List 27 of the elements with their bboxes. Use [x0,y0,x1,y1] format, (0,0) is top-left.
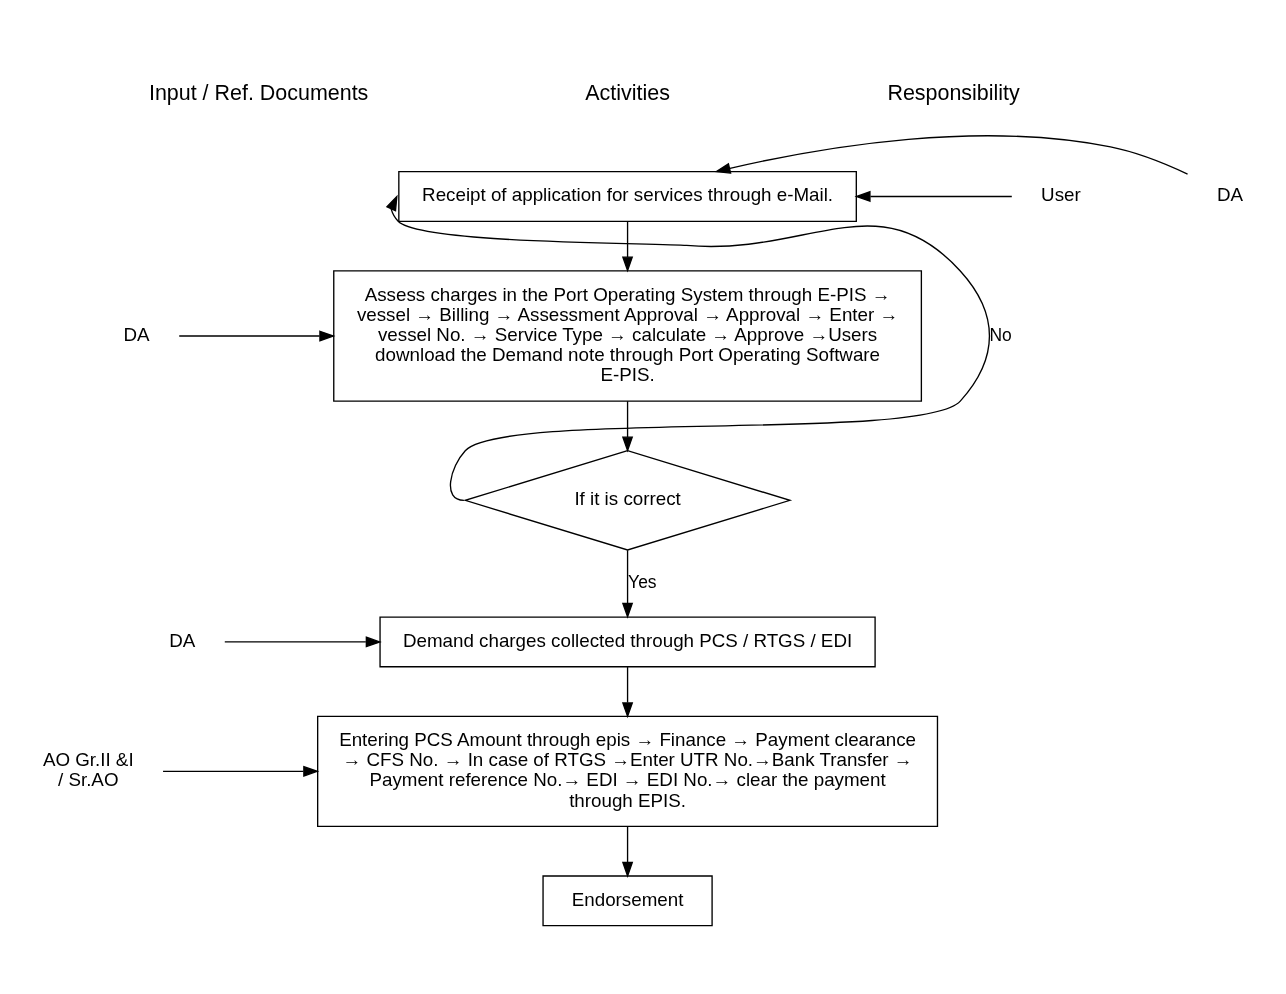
node-text: DA [1216,184,1243,206]
edge-label: Yes [628,572,657,593]
node-text: DA [123,323,150,345]
node-text: User [1041,184,1081,206]
node-box: Endorsement [542,875,713,927]
arrow [714,135,1189,175]
edge-label: No [989,324,1012,345]
label: Input / Ref. Documents [148,81,369,106]
arrow [621,221,634,273]
arrow [621,825,634,878]
label: Responsibility [887,81,1020,106]
arrow [621,549,634,619]
arrow [385,194,991,502]
arrow [224,636,382,648]
arrow [178,330,336,342]
node-text: AO Gr.II &I / Sr.AO [42,749,134,791]
label: Activities [585,81,670,106]
node-diamond: If it is correct [462,450,793,551]
node-text: DA [169,629,196,651]
node-box: Demand charges collected through PCS / RTGS / EDI [379,616,876,668]
node-box: Entering PCS Amount through epis → Finance → Payment clearance → CFS No. → In case of RTGS →Enter UTR No.→Bank Transfer → Payment reference No.→ EDI → EDI No.→ clear the payment through EPIS. [317,715,939,828]
arrow [854,190,1013,203]
node-box: Assess charges in the Port Operating System through E-PIS → vessel → Billing → Assessment Approval → Approval → Enter → vessel No. → Service Type → calculate → Approve →Users download the Demand note through Port Operating Software E-PIS. [333,270,923,402]
node-box: Receipt of application for services through e-Mail. [398,171,857,222]
arrow [621,400,634,453]
arrow [621,666,634,719]
arrow [162,765,320,777]
